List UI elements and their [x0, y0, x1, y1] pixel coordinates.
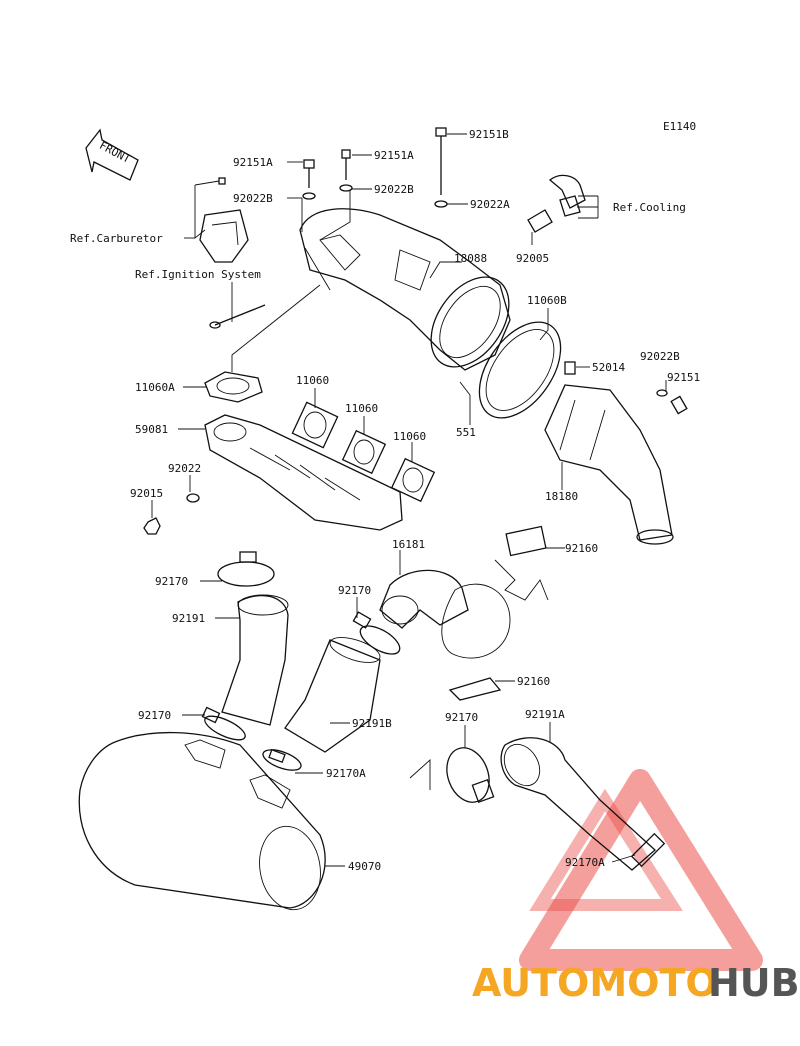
front-arrow: FRONT: [85, 128, 139, 181]
upper-pipe-18088: [299, 208, 511, 371]
part-label: 92151: [667, 371, 700, 384]
gasket-11060B: [478, 321, 562, 419]
decal-92160-lower: [448, 677, 502, 701]
bolt-92151A-right: [341, 149, 351, 180]
part-label: 92191B: [352, 717, 392, 730]
washer-92022B-right: [339, 184, 353, 192]
clamp-92170-middle: [352, 611, 401, 655]
part-number-labels: 92151A 92151A 92151B 92022B 92022B 92022…: [130, 128, 700, 873]
clamp-92170A-lower: [262, 749, 302, 771]
hose-92191B: [284, 637, 381, 753]
part-label: 92151B: [469, 128, 509, 141]
pipe-18180: [544, 384, 674, 545]
part-label: 92022: [168, 462, 201, 475]
part-label: 18088: [454, 252, 487, 265]
part-551: [459, 381, 471, 396]
part-label: 49070: [348, 860, 381, 873]
part-label: 11060: [345, 402, 378, 415]
leader-lines: [151, 133, 667, 867]
washer-92022A: [434, 200, 448, 208]
part-label: 92170: [155, 575, 188, 588]
pipe-16181: [379, 569, 511, 659]
clamp-92170-right: [409, 747, 495, 804]
ref-cooling-label: Ref.Cooling: [613, 201, 686, 214]
part-label: 92170A: [326, 767, 366, 780]
clamp-92170-lower-left: [201, 706, 246, 741]
diagram-code: E1140: [663, 120, 696, 133]
ignition-wire: [209, 304, 266, 329]
part-label: 11060: [296, 374, 329, 387]
part-label: 92022B: [640, 350, 680, 363]
ref-carburetor-label: Ref.Carburetor: [70, 232, 163, 245]
decal-92160-upper: [505, 525, 547, 557]
gasket-11060-1: [291, 401, 339, 449]
nut-52014: [564, 361, 576, 375]
gasket-11060A: [204, 371, 263, 403]
part-label: 92170: [445, 711, 478, 724]
part-label: 92015: [130, 487, 163, 500]
part-label: 92170: [338, 584, 371, 597]
muffler-49070: [78, 731, 326, 911]
part-label: 92170: [138, 709, 171, 722]
watermark-brand-second: HUB: [708, 961, 800, 1005]
part-label: 16181: [392, 538, 425, 551]
part-label: 92151A: [233, 156, 273, 169]
part-label: 92160: [565, 542, 598, 555]
part-label: 92005: [516, 252, 549, 265]
part-label: 11060A: [135, 381, 175, 394]
watermark-brand-first: AUTOMOTO: [472, 961, 718, 1005]
washer-92022B-lower: [656, 389, 668, 397]
clamp-92170A-right: [630, 832, 666, 868]
cooling-fitting-92005: [527, 174, 586, 233]
watermark-logo: [519, 769, 763, 971]
washer-92022B-left: [302, 192, 316, 200]
part-label: 92022B: [233, 192, 273, 205]
part-label: 92151A: [374, 149, 414, 162]
part-label: 18180: [545, 490, 578, 503]
clamp-92170-upper: [217, 551, 275, 587]
exhaust-manifold-59081: [204, 414, 403, 531]
washer-92022: [186, 493, 200, 503]
part-label: 52014: [592, 361, 625, 374]
bolt-92151A-left: [303, 159, 315, 188]
bolt-92151B: [435, 127, 447, 195]
part-label: 92160: [517, 675, 550, 688]
part-label: 59081: [135, 423, 168, 436]
hose-92191: [221, 594, 289, 726]
gasket-11060-3: [390, 457, 436, 503]
part-label: 11060: [393, 430, 426, 443]
part-label: 11060B: [527, 294, 567, 307]
part-label: 92191: [172, 612, 205, 625]
gasket-11060-2: [341, 429, 387, 475]
hose-92191A: [500, 737, 656, 871]
part-label: 92170A: [565, 856, 605, 869]
carburetor-bracket: [199, 177, 249, 263]
part-label: 92022B: [374, 183, 414, 196]
watermark-brand: AUTOMOTO HUB: [472, 961, 800, 1005]
ref-ignition-label: Ref.Ignition System: [135, 268, 261, 281]
bolt-92151: [670, 395, 688, 415]
nut-92015: [143, 517, 161, 535]
part-label: 92191A: [525, 708, 565, 721]
part-label: 551: [456, 426, 476, 439]
part-label: 92022A: [470, 198, 510, 211]
